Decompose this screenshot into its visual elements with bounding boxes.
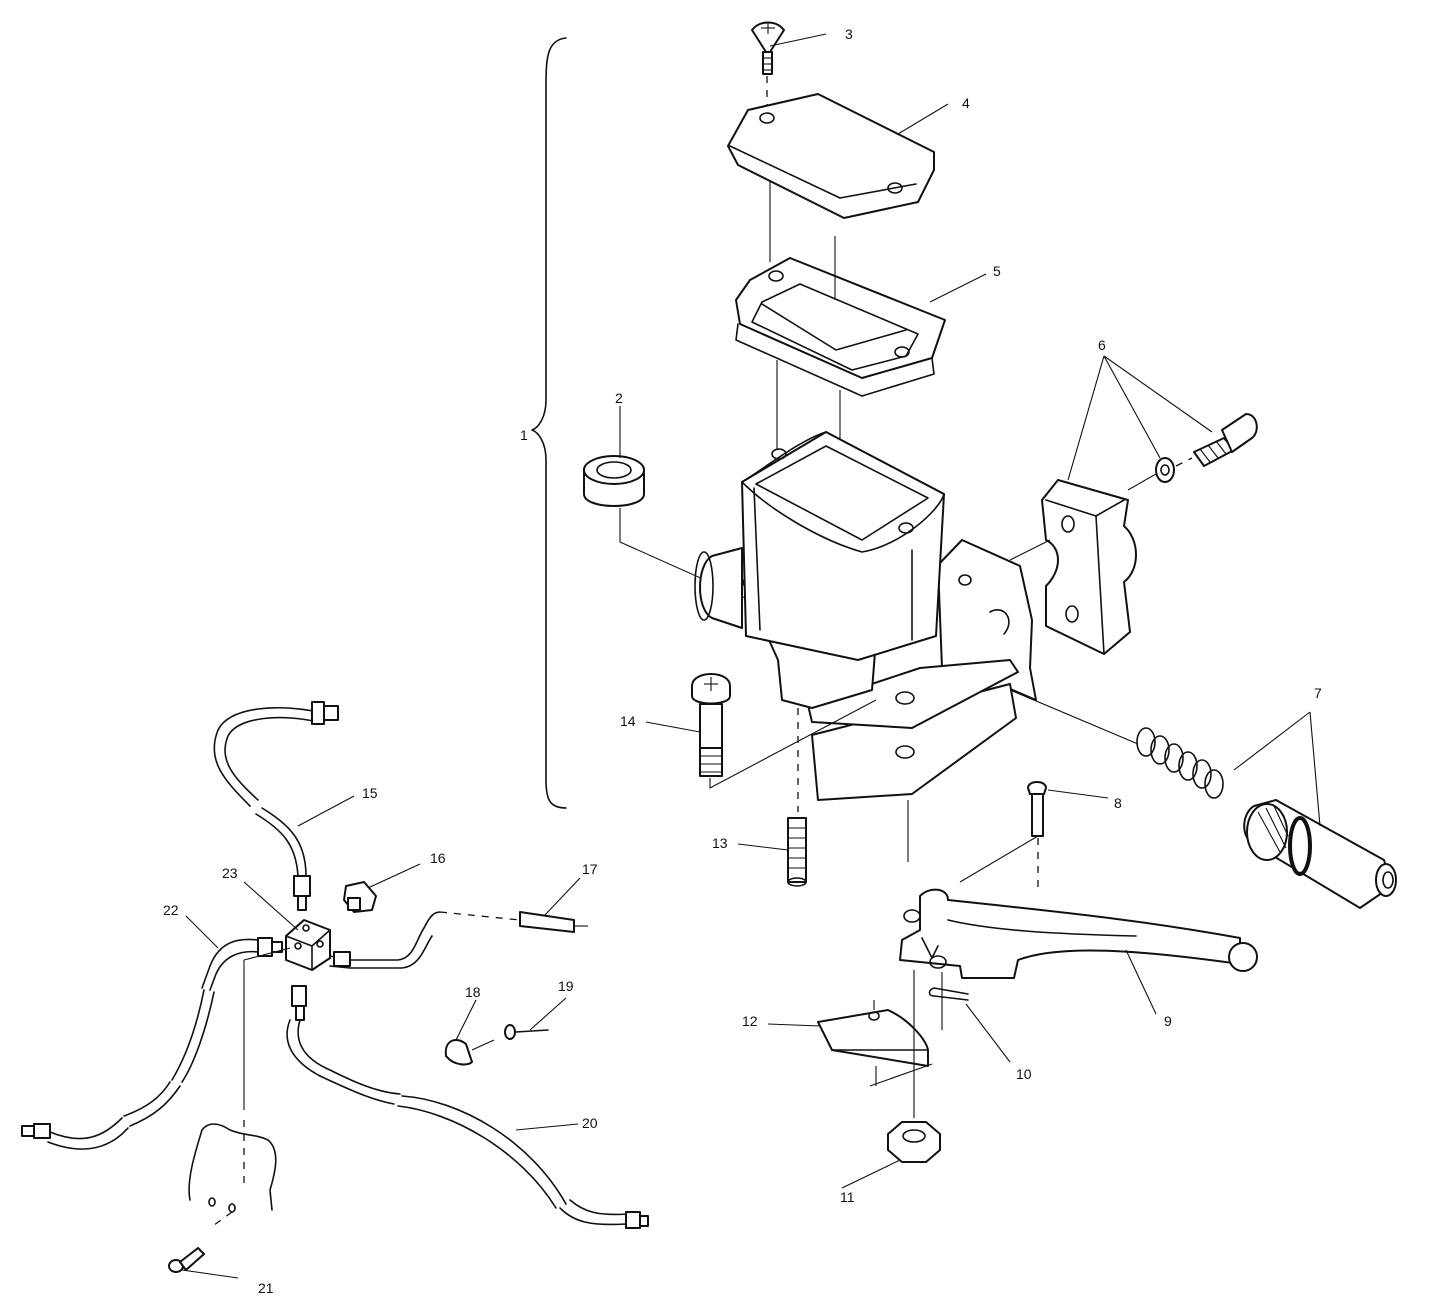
callout-13: 13: [712, 835, 728, 851]
callout-7: 7: [1314, 685, 1322, 701]
callout-2: 2: [615, 390, 623, 406]
callout-14: 14: [620, 713, 636, 729]
part-23-tee-block: [285, 919, 331, 971]
callout-1: 1: [520, 427, 528, 443]
callout-11: 11: [840, 1189, 855, 1205]
callout-5: 5: [993, 263, 1001, 279]
assembly-bracket: [531, 37, 567, 809]
callout-18: 18: [465, 984, 481, 1000]
part-16-fitting: [343, 881, 377, 913]
part-10-spring: [928, 987, 969, 1001]
callout-9: 9: [1164, 1013, 1172, 1029]
part-5-diaphragm: [735, 257, 946, 397]
part-20-brake-line: [286, 985, 649, 1229]
callout-17: 17: [582, 861, 598, 877]
callout-4: 4: [962, 95, 970, 111]
part-21-screw: [168, 1247, 205, 1273]
callout-21: 21: [258, 1280, 274, 1296]
callout-8: 8: [1114, 795, 1122, 811]
callout-labels: 1 2 3 4 5 6 7 8 9 10 11 12 13 14 15 16 1…: [163, 26, 1322, 1296]
callout-6: 6: [1098, 337, 1106, 353]
part-19-screw: [504, 1024, 549, 1040]
part-14-bolt: [691, 673, 877, 789]
callout-16: 16: [430, 850, 446, 866]
callout-20: 20: [582, 1115, 598, 1131]
part-9-lever: [899, 888, 1258, 979]
part-6-clamp: [1009, 355, 1258, 655]
handlebar-fragment: [188, 947, 291, 1229]
callout-15: 15: [362, 785, 378, 801]
callout-23: 23: [222, 865, 238, 881]
callout-12: 12: [742, 1013, 758, 1029]
part-11-nut: [887, 1080, 941, 1163]
callout-10: 10: [1016, 1066, 1032, 1082]
part-8-pin: [959, 781, 1047, 890]
part-7-piston: [1009, 689, 1397, 909]
part-15-brake-line: [213, 701, 339, 911]
part-13-screw: [787, 708, 807, 887]
part-4-cover: [727, 93, 935, 219]
part-17-switch: [329, 911, 588, 969]
leader-lines: [181, 33, 1157, 1279]
part-12-cam: [817, 1000, 933, 1087]
master-cylinder-body: [694, 431, 1037, 801]
part-18-clip: [444, 1039, 495, 1066]
callout-22: 22: [163, 902, 179, 918]
part-22-brake-line: [21, 937, 283, 1150]
callout-19: 19: [558, 978, 574, 994]
callout-3: 3: [845, 26, 853, 42]
part-3-screw: [751, 21, 785, 112]
